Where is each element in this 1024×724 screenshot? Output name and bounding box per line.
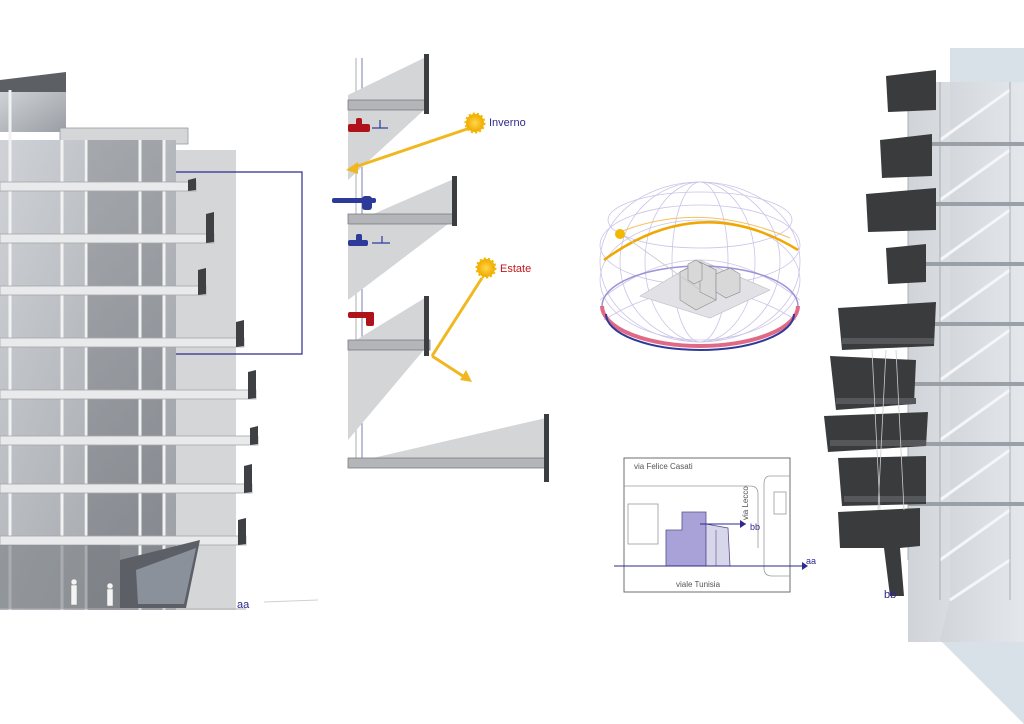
section-bb-label: bb [884,589,896,601]
section-bb [824,48,1024,724]
site-marker-bb: bb [750,522,760,532]
winter-label: Inverno [489,117,526,129]
sun-path-diagram [599,181,801,351]
elevation-aa [0,72,319,610]
winter-sun-icon [464,112,486,134]
street-south-label: viale Tunisia [676,580,721,589]
street-north-label: via Felice Casati [634,462,693,471]
street-east-label: via Lecco [741,486,750,520]
summer-sun-icon [475,257,497,279]
site-plan [614,457,808,593]
section-aa-label: aa [237,599,250,611]
summer-label: Estate [500,263,531,275]
site-marker-aa: aa [806,556,816,566]
shading-detail [332,54,549,482]
